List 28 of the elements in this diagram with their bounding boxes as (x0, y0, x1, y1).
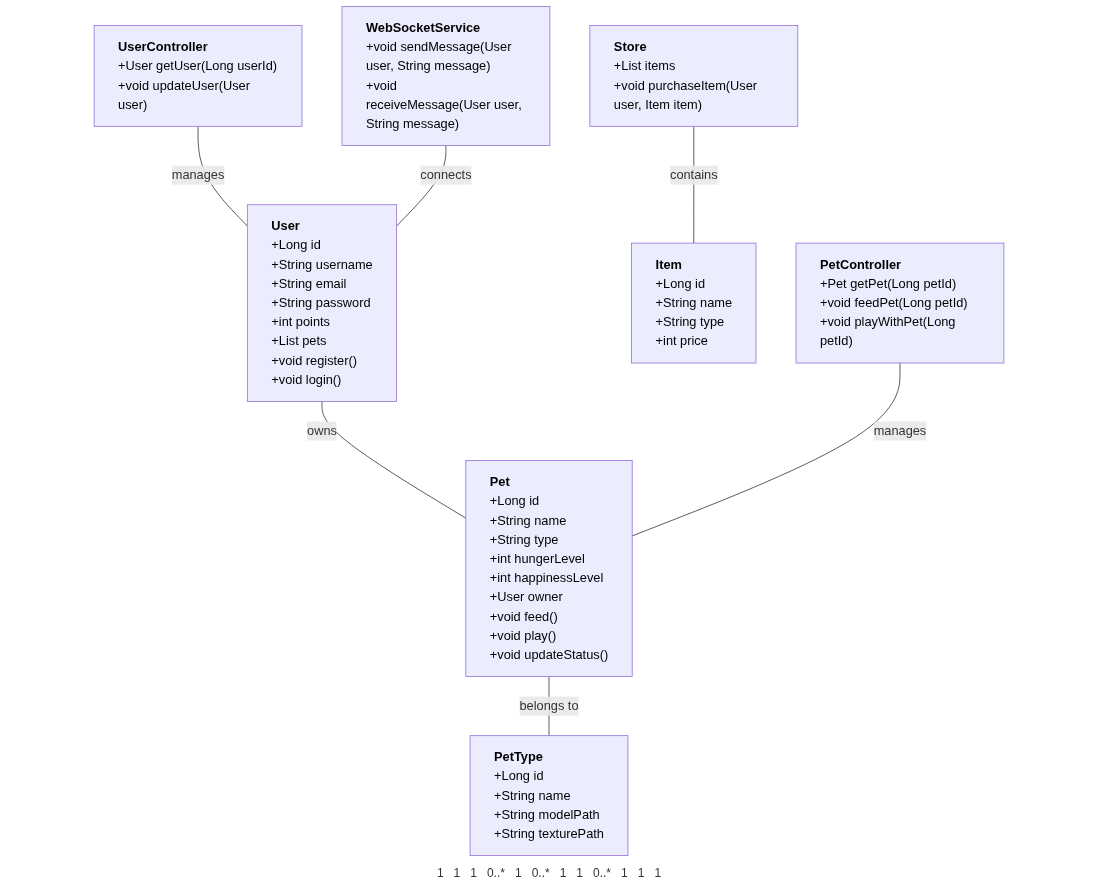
multiplicity-label: 1 (621, 866, 628, 880)
multiplicity-label: 1 (514, 866, 522, 880)
multiplicity-label: 1 (436, 866, 444, 880)
node-box: PetType +Long id +String name +String modelPath +String texturePath (469, 735, 629, 856)
multiplicity-label: 1 (470, 866, 477, 880)
connector (321, 401, 467, 519)
node-box: WebSocketService +void sendMessage(User user, String message) +void receiveMessage(User user, String message) (341, 6, 551, 146)
node-box: Pet +Long id +String name +String type +int hungerLevel +int happinessLevel +User owner +void feed() +void play() +void updateStatus() (465, 460, 633, 677)
node-box: PetController +Pet getPet(Long petId) +void feedPet(Long petId) +void playWithPet(Long petId) (795, 242, 1005, 364)
edge-label: manages (873, 423, 927, 438)
edge-label: belongs to (519, 698, 579, 713)
multiplicity-label: 0..* (531, 866, 550, 880)
node-box: Item +Long id +String name +String type +int price (631, 242, 757, 364)
multiplicity-label: 1 (559, 866, 567, 880)
node-box: User +Long id +String username +String email +String password +int points +List pets +void register() +void login() (246, 204, 398, 402)
multiplicity-label: 1 (453, 866, 461, 880)
multiplicity-label: 1 (654, 866, 662, 880)
node-box: Store +List items +void purchaseItem(User user, Item item) (589, 25, 799, 127)
multiplicity-label: 1 (576, 866, 584, 880)
edge-label: manages (171, 167, 225, 182)
edge-label: connects (420, 167, 472, 182)
connector (631, 362, 901, 537)
multiplicity-label: 0..* (593, 866, 612, 880)
edge-label: contains (669, 167, 718, 182)
edge-label: owns (307, 423, 337, 438)
multiplicity-label: 1 (637, 866, 645, 880)
multiplicity-label: 0..* (486, 866, 505, 880)
node-box: UserController +User getUser(Long userId) +void updateUser(User user) (93, 25, 303, 127)
